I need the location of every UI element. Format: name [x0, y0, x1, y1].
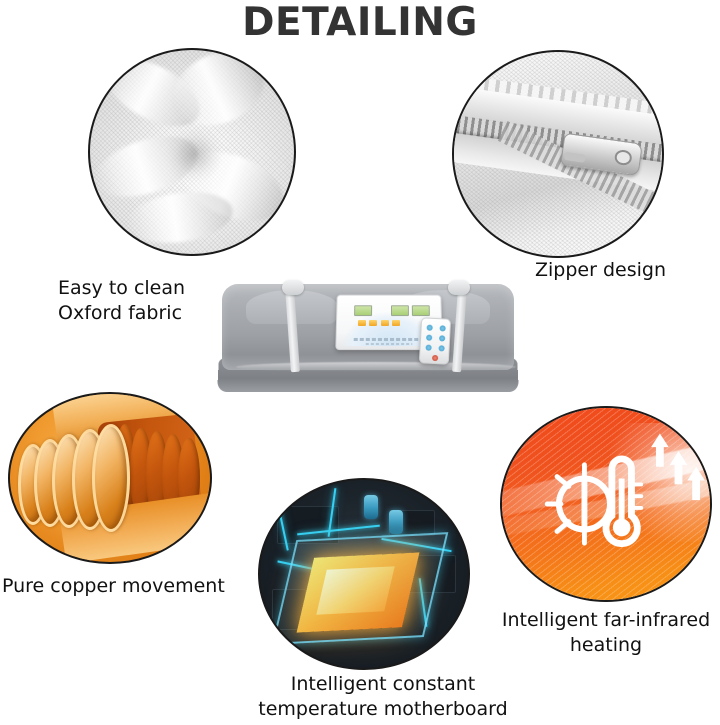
panel-button: [357, 319, 366, 326]
panel-label-text: [353, 338, 425, 342]
circuit-board-photo: [258, 478, 470, 670]
panel-button: [369, 319, 378, 326]
board-capacitor: [388, 510, 403, 535]
board-capacitor: [364, 495, 378, 520]
page-title: DETAILING: [242, 0, 478, 45]
zipper-pull-hole: [614, 148, 634, 166]
remote-control: [418, 317, 452, 365]
copper-coil-turn: [92, 424, 130, 532]
zipper-closeup-photo: [452, 50, 664, 258]
thermometer-icon: [602, 455, 641, 548]
panel-button: [380, 319, 389, 326]
panel-button: [392, 319, 401, 326]
thermometer-mercury: [618, 478, 625, 522]
zipper-slider-nose: [563, 151, 587, 163]
panel-label-text: [365, 343, 413, 346]
blanket-crease: [236, 362, 516, 372]
remote-button: [438, 335, 446, 342]
heat-symbol-group: [544, 433, 705, 548]
remote-power-button: [431, 354, 439, 362]
copper-caption: Pure copper movement: [2, 575, 225, 597]
fabric-fold-center: [167, 127, 221, 181]
far-infrared-heat-icon: [500, 406, 712, 602]
remote-button: [426, 334, 433, 341]
oxford-fabric-photo: [88, 48, 296, 256]
panel-display: [391, 305, 410, 316]
strap-buckle: [282, 280, 304, 295]
strap-buckle: [448, 280, 470, 295]
remote-button: [425, 344, 432, 351]
heat-rising-arrows: [651, 433, 705, 501]
remote-button: [439, 325, 446, 332]
remote-button: [438, 345, 445, 352]
thermometer-ticks: [631, 482, 644, 510]
heating-caption: Intelligent far-infrared heating: [501, 609, 711, 656]
board-chip: [276, 506, 340, 544]
remote-button: [426, 324, 433, 331]
panel-display: [353, 305, 372, 316]
motherboard-caption: Intelligent constant temperature motherb…: [258, 673, 508, 720]
copper-coil-illustration: [8, 392, 212, 564]
zipper-caption: Zipper design: [535, 259, 666, 281]
thermometer-bulb: [612, 518, 631, 537]
panel-display: [411, 305, 430, 316]
board-glass-overlay: [271, 532, 449, 646]
folded-sauna-blanket: [214, 272, 526, 412]
fabric-caption: Easy to clean Oxford fabric: [58, 277, 186, 324]
